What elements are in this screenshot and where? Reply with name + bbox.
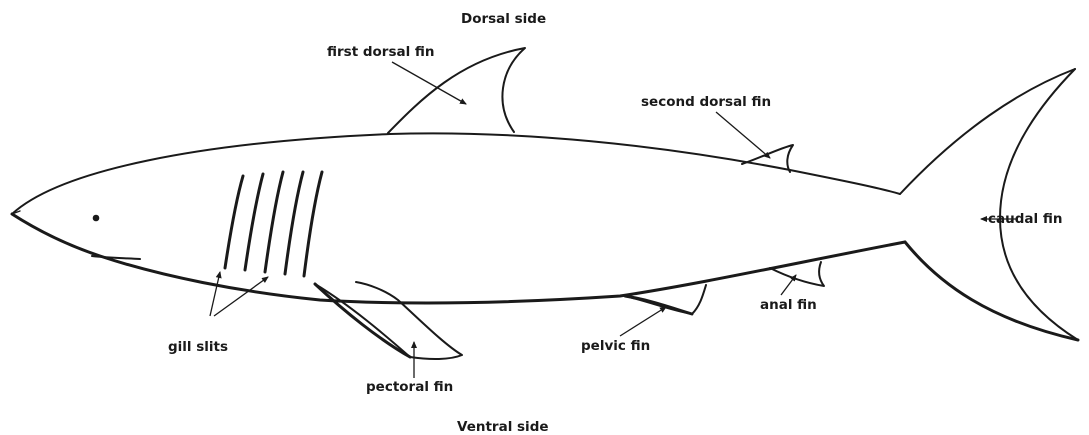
label-ventral-side: Ventral side xyxy=(457,419,549,435)
pointer-pelvic-fin xyxy=(620,307,666,336)
label-pectoral-fin: pectoral fin xyxy=(366,379,453,395)
dorsal-outline xyxy=(12,133,900,214)
label-pelvic-fin: pelvic fin xyxy=(581,338,650,354)
pectoral-fin-edge xyxy=(315,284,410,357)
pectoral-fin-shape xyxy=(315,282,462,359)
label-first-dorsal-fin: first dorsal fin xyxy=(327,44,435,60)
gill-slits-group xyxy=(225,172,322,276)
pointer-gill-slits-a xyxy=(210,272,220,316)
pointer-first-dorsal-fin xyxy=(392,62,466,104)
first-dorsal-fin-shape xyxy=(388,48,525,133)
caudal-fin-shape xyxy=(900,69,1078,340)
pointer-gill-slits-b xyxy=(214,277,268,316)
eye xyxy=(93,215,100,222)
label-gill-slits: gill slits xyxy=(168,339,228,355)
pointer-second-dorsal-fin xyxy=(716,112,770,158)
gill-slit-4 xyxy=(285,172,303,274)
gill-slit-2 xyxy=(245,174,263,270)
gill-slit-3 xyxy=(265,172,283,272)
label-second-dorsal-fin: second dorsal fin xyxy=(641,94,771,110)
label-caudal-fin: caudal fin xyxy=(988,211,1062,227)
pointers xyxy=(210,62,1018,378)
label-anal-fin: anal fin xyxy=(760,297,817,313)
shark-body xyxy=(12,133,905,303)
pointer-anal-fin xyxy=(781,275,796,295)
mouth xyxy=(92,256,140,259)
gill-slit-5 xyxy=(304,172,322,276)
second-dorsal-fin-shape xyxy=(742,145,793,172)
ventral-outline xyxy=(12,214,905,303)
label-dorsal-side: Dorsal side xyxy=(461,11,546,27)
gill-slit-1 xyxy=(225,176,243,268)
